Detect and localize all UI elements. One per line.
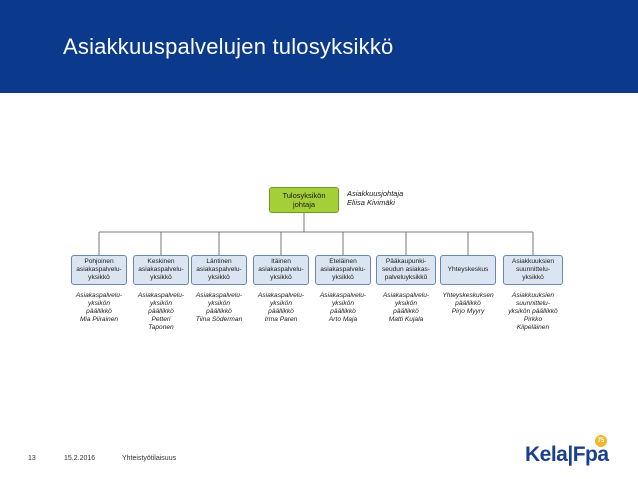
unit-note-yhteyskeskus: Yhteyskeskuksen päällikkö Pirjo Myyry: [442, 292, 494, 315]
root-node-note: Asiakkuusjohtaja Eliisa Kivimäki: [347, 189, 404, 207]
unit-box-etelainen: Eteläinen asiakaspalvelu- yksikkö: [315, 255, 371, 285]
logo-anniversary-badge: 75: [595, 435, 607, 447]
unit-box-keskinen: Keskinen asiakaspalvelu- yksikkö: [133, 255, 189, 285]
root-node-label: Tulosyksikön johtaja: [282, 191, 326, 209]
unit-box-pohjoinen: Pohjoinen asiakaspalvelu- yksikkö: [71, 255, 127, 285]
unit-note-keskinen: Asiakaspalvelu- yksikön päällikkö Petter…: [137, 292, 185, 331]
unit-label: Keskinen asiakaspalvelu- yksikkö: [138, 258, 184, 281]
footer-label: Yhteistyötilaisuus: [122, 455, 177, 462]
header-band: Asiakkuuspalvelujen tulosyksikkö: [0, 0, 638, 93]
root-node-box: Tulosyksikön johtaja: [269, 187, 339, 213]
unit-box-lantinen: Läntinen asiakaspalvelu- yksikkö: [191, 255, 247, 285]
unit-box-asiakkuuksien-suunnittelu: Asiakkuuksien suunnittelu- yksikkö: [503, 255, 563, 285]
unit-label: Eteläinen asiakaspalvelu- yksikkö: [320, 258, 366, 281]
unit-label: Pohjoinen asiakaspalvelu- yksikkö: [76, 258, 122, 281]
unit-label: Itäinen asiakaspalvelu- yksikkö: [258, 258, 304, 281]
unit-label: Yhteyskeskus: [447, 266, 489, 274]
unit-note-paakaupunkiseutu: Asiakaspalvelu- yksikön päällikkö Matti …: [382, 292, 430, 323]
unit-box-itainen: Itäinen asiakaspalvelu- yksikkö: [253, 255, 309, 285]
unit-box-paakaupunkiseutu: Pääkaupunki- seudun asiakas- palveluyksi…: [376, 255, 436, 285]
unit-note-lantinen: Asiakaspalvelu- yksikön päällikkö Tiina …: [195, 292, 243, 323]
footer-date: 15.2.2016: [64, 455, 96, 462]
unit-note-etelainen: Asiakaspalvelu- yksikön päällikkö Arto M…: [319, 292, 367, 323]
unit-label: Läntinen asiakaspalvelu- yksikkö: [196, 258, 242, 281]
unit-note-pohjoinen: Asiakaspalvelu- yksikön päällikkö Mia Pi…: [75, 292, 123, 323]
page-title: Asiakkuuspalvelujen tulosyksikkö: [63, 34, 394, 59]
unit-label: Asiakkuuksien suunnittelu- yksikkö: [511, 258, 555, 281]
logo-wordmark: Kela|Fpa: [525, 443, 609, 466]
kela-fpa-logo: Kela|Fpa 75: [525, 435, 609, 467]
unit-label: Pääkaupunki- seudun asiakas- palveluyksi…: [381, 258, 431, 281]
unit-box-yhteyskeskus: Yhteyskeskus: [440, 255, 496, 285]
unit-note-asiakkuuksien-suunnittelu: Asiakkuuksien suunnittelu- yksikön pääll…: [508, 292, 558, 331]
footer-page-number: 13: [28, 455, 36, 462]
unit-note-itainen: Asiakaspalvelu- yksikön päällikkö Irma P…: [257, 292, 305, 323]
